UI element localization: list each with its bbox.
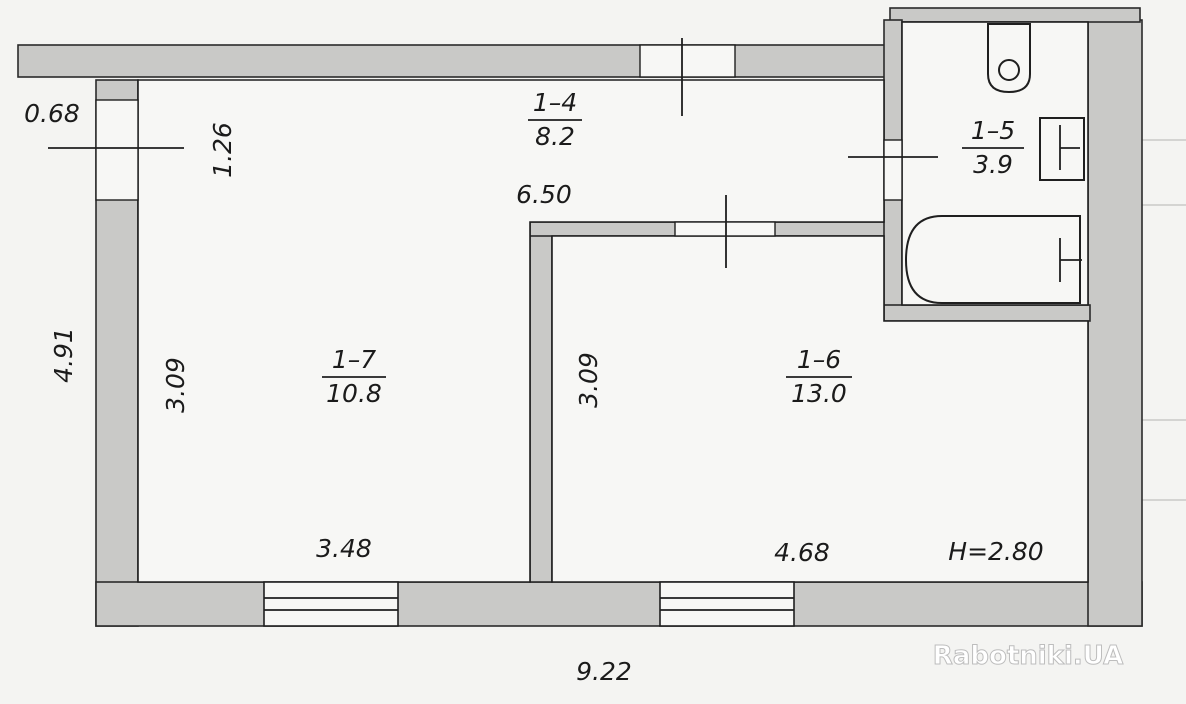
dim-total-depth: 4.91 xyxy=(49,327,78,383)
dim-room6-width: 4.68 xyxy=(774,538,830,567)
room-1-4-id: 1–4 xyxy=(533,88,577,117)
sink-icon xyxy=(1039,117,1085,181)
toilet-icon xyxy=(987,23,1031,94)
cut-lines xyxy=(48,38,938,268)
top-opening xyxy=(639,44,736,78)
watermark: Rabotniki.UA xyxy=(932,641,1123,672)
room-1-7-area: 10.8 xyxy=(326,379,382,408)
dim-wall-thickness: 0.68 xyxy=(24,99,80,128)
door-1-6 xyxy=(674,221,776,237)
room-1-5-id: 1–5 xyxy=(971,116,1015,145)
room-1-5-area: 3.9 xyxy=(973,150,1013,179)
ceiling-height: H=2.80 xyxy=(948,537,1043,566)
bathtub-icon xyxy=(904,215,1081,304)
entry-opening xyxy=(95,99,139,201)
doors xyxy=(674,139,903,237)
dimension-labels: 0.68 1.26 6.50 4.91 3.09 3.09 3.48 4.68 … xyxy=(24,99,1044,686)
room-fraction-bars xyxy=(322,119,1024,378)
room-1-6-outline xyxy=(551,235,1089,583)
dim-room7-width: 3.48 xyxy=(316,534,372,563)
room-1-7-and-corridor xyxy=(137,79,885,583)
windows xyxy=(95,44,795,627)
toilet-bowl-icon xyxy=(998,59,1020,81)
window-right xyxy=(659,581,795,627)
bathroom-fixtures xyxy=(904,23,1085,304)
dim-total-width: 9.22 xyxy=(576,657,632,686)
room-1-7-id: 1–7 xyxy=(332,345,376,374)
room-1-6-area: 13.0 xyxy=(791,379,847,408)
door-1-5 xyxy=(883,139,903,201)
window-left xyxy=(263,581,399,627)
dim-room6-depth: 3.09 xyxy=(574,352,603,408)
dim-room7-depth: 3.09 xyxy=(161,357,190,413)
dim-corridor-depth: 1.26 xyxy=(208,122,237,178)
dim-corridor-length: 6.50 xyxy=(516,180,572,209)
room-1-4-area: 8.2 xyxy=(535,122,575,151)
watermark-text: Rabotniki.UA xyxy=(933,641,1123,671)
room-labels: 1–4 8.2 1–5 3.9 1–6 13.0 1–7 10.8 xyxy=(326,88,1015,408)
room-1-6-id: 1–6 xyxy=(797,345,841,374)
